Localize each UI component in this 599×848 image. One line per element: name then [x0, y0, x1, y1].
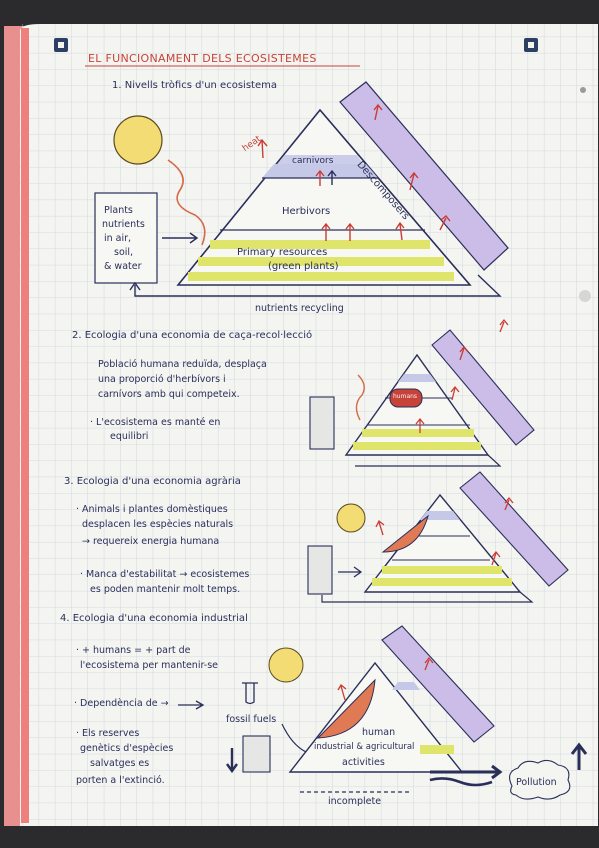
red-margin-line: [21, 28, 29, 823]
body-line: porten a l'extinció.: [76, 775, 165, 786]
sun-icon: [336, 503, 366, 533]
incomplete-label: incomplete: [328, 796, 382, 807]
body-line: l'ecosistema per mantenir-se: [80, 660, 218, 671]
humans-badge: [389, 388, 423, 408]
plant-band: [353, 442, 481, 450]
recycling-arrow: [321, 591, 534, 603]
corner-logo-left: [54, 38, 68, 52]
body-line: · L'ecosistema es manté en: [90, 417, 221, 428]
corner-logo-right: [524, 38, 538, 52]
section-heading-4: 4. Ecologia d'una economia industrial: [60, 613, 248, 624]
decomposer-bar: [339, 81, 509, 271]
body-line: → requereix energia humana: [82, 536, 220, 547]
body-line: carnívors amb qui competeix.: [98, 389, 240, 400]
plant-band: [210, 240, 430, 249]
fossil-fuel-icon: [242, 682, 258, 705]
fossil-fuel-arrow: [281, 723, 307, 753]
activities-label: industrial & agricultural: [314, 742, 415, 752]
activities-label: human: [362, 727, 396, 738]
sun-icon: [268, 647, 304, 683]
input-box: [309, 396, 335, 450]
dependency-arrow: [178, 700, 205, 710]
body-line: · Els reserves: [76, 728, 140, 739]
decomposer-bar: [459, 471, 569, 587]
fossil-fuels-label: fossil fuels: [226, 714, 277, 725]
decomposer-bar: [431, 329, 535, 446]
input-arrow: [338, 566, 363, 578]
nutrient-input-box: [94, 192, 158, 284]
body-line: una proporció d'herbívors i: [98, 374, 226, 385]
activities-label: activities: [342, 757, 385, 768]
body-line: es poden mantenir molt temps.: [90, 584, 241, 595]
heat-arrow: [257, 138, 268, 159]
carnivore-level: [420, 511, 460, 520]
energy-arrows: [337, 656, 434, 701]
input-line: Plants: [104, 205, 133, 216]
input-arrow: [162, 232, 199, 244]
binder-hole: [579, 290, 591, 302]
carnivore-level: [392, 682, 420, 690]
body-line: Població humana reduïda, desplaça: [98, 359, 267, 370]
body-line: genètics d'espècies: [80, 743, 174, 754]
section-heading-1: 1. Nivells tròfics d'un ecosistema: [112, 80, 277, 91]
recycling-label: nutrients recycling: [255, 303, 344, 314]
plant-band: [372, 578, 512, 586]
energy-arrows: [375, 496, 514, 566]
body-line: · + humans = + part de: [76, 645, 191, 656]
herbivores-label: Herbivors: [282, 206, 331, 217]
body-line: equilibri: [110, 431, 149, 442]
plant-band: [420, 745, 454, 754]
section-heading-2: 2. Ecologia d'una economia de caça-recol…: [72, 330, 313, 341]
plant-band: [382, 566, 502, 574]
binder-hole: [580, 87, 586, 93]
humans-badge-label: humans: [393, 393, 418, 400]
plant-band: [362, 429, 474, 437]
body-line: desplacen les espècies naturals: [82, 519, 234, 530]
recycling-arrow: [129, 274, 502, 297]
heat-arrow: [355, 374, 365, 421]
input-line: in air,: [104, 233, 132, 244]
plant-band: [188, 272, 454, 281]
carnivore-level: [398, 374, 436, 382]
page-title: EL FUNCIONAMENT DELS ECOSISTEMES: [88, 52, 317, 65]
carnivores-label: carnivors: [292, 156, 334, 166]
primary-resources-label: Primary resources: [237, 247, 328, 258]
sun-icon: [113, 115, 163, 165]
body-line: · Dependència de →: [74, 698, 169, 709]
energy-arrows: [415, 318, 509, 433]
up-arrow-icon: [570, 742, 588, 770]
primary-resources-sublabel: (green plants): [268, 261, 339, 272]
human-segment: [381, 514, 429, 553]
energy-arrows: [327, 169, 337, 185]
body-line: · Animals i plantes domèstiques: [76, 504, 228, 515]
energy-arrows: [315, 103, 451, 241]
pollution-cloud: [509, 759, 571, 800]
wavy-lines: [429, 777, 493, 787]
decomposer-bar: [381, 625, 495, 743]
recycling-arrow: [355, 454, 502, 467]
pollution-label: Pollution: [516, 777, 557, 788]
body-line: salvatges es: [90, 758, 150, 769]
input-line: nutrients: [102, 219, 145, 230]
input-line: & water: [104, 261, 142, 272]
down-arrow-icon: [226, 748, 238, 774]
sun-ray-arrow: [167, 159, 206, 246]
section-heading-3: 3. Ecologia d'una economia agrària: [64, 476, 241, 487]
input-box: [242, 735, 271, 773]
input-box: [307, 545, 333, 595]
pyramid-4: [288, 661, 464, 773]
input-line: soil,: [114, 247, 134, 258]
pollution-arrow: [430, 764, 503, 780]
plant-band: [198, 257, 444, 266]
human-segment: [316, 678, 376, 739]
body-line: · Manca d'estabilitat → ecosistemes: [80, 569, 250, 580]
